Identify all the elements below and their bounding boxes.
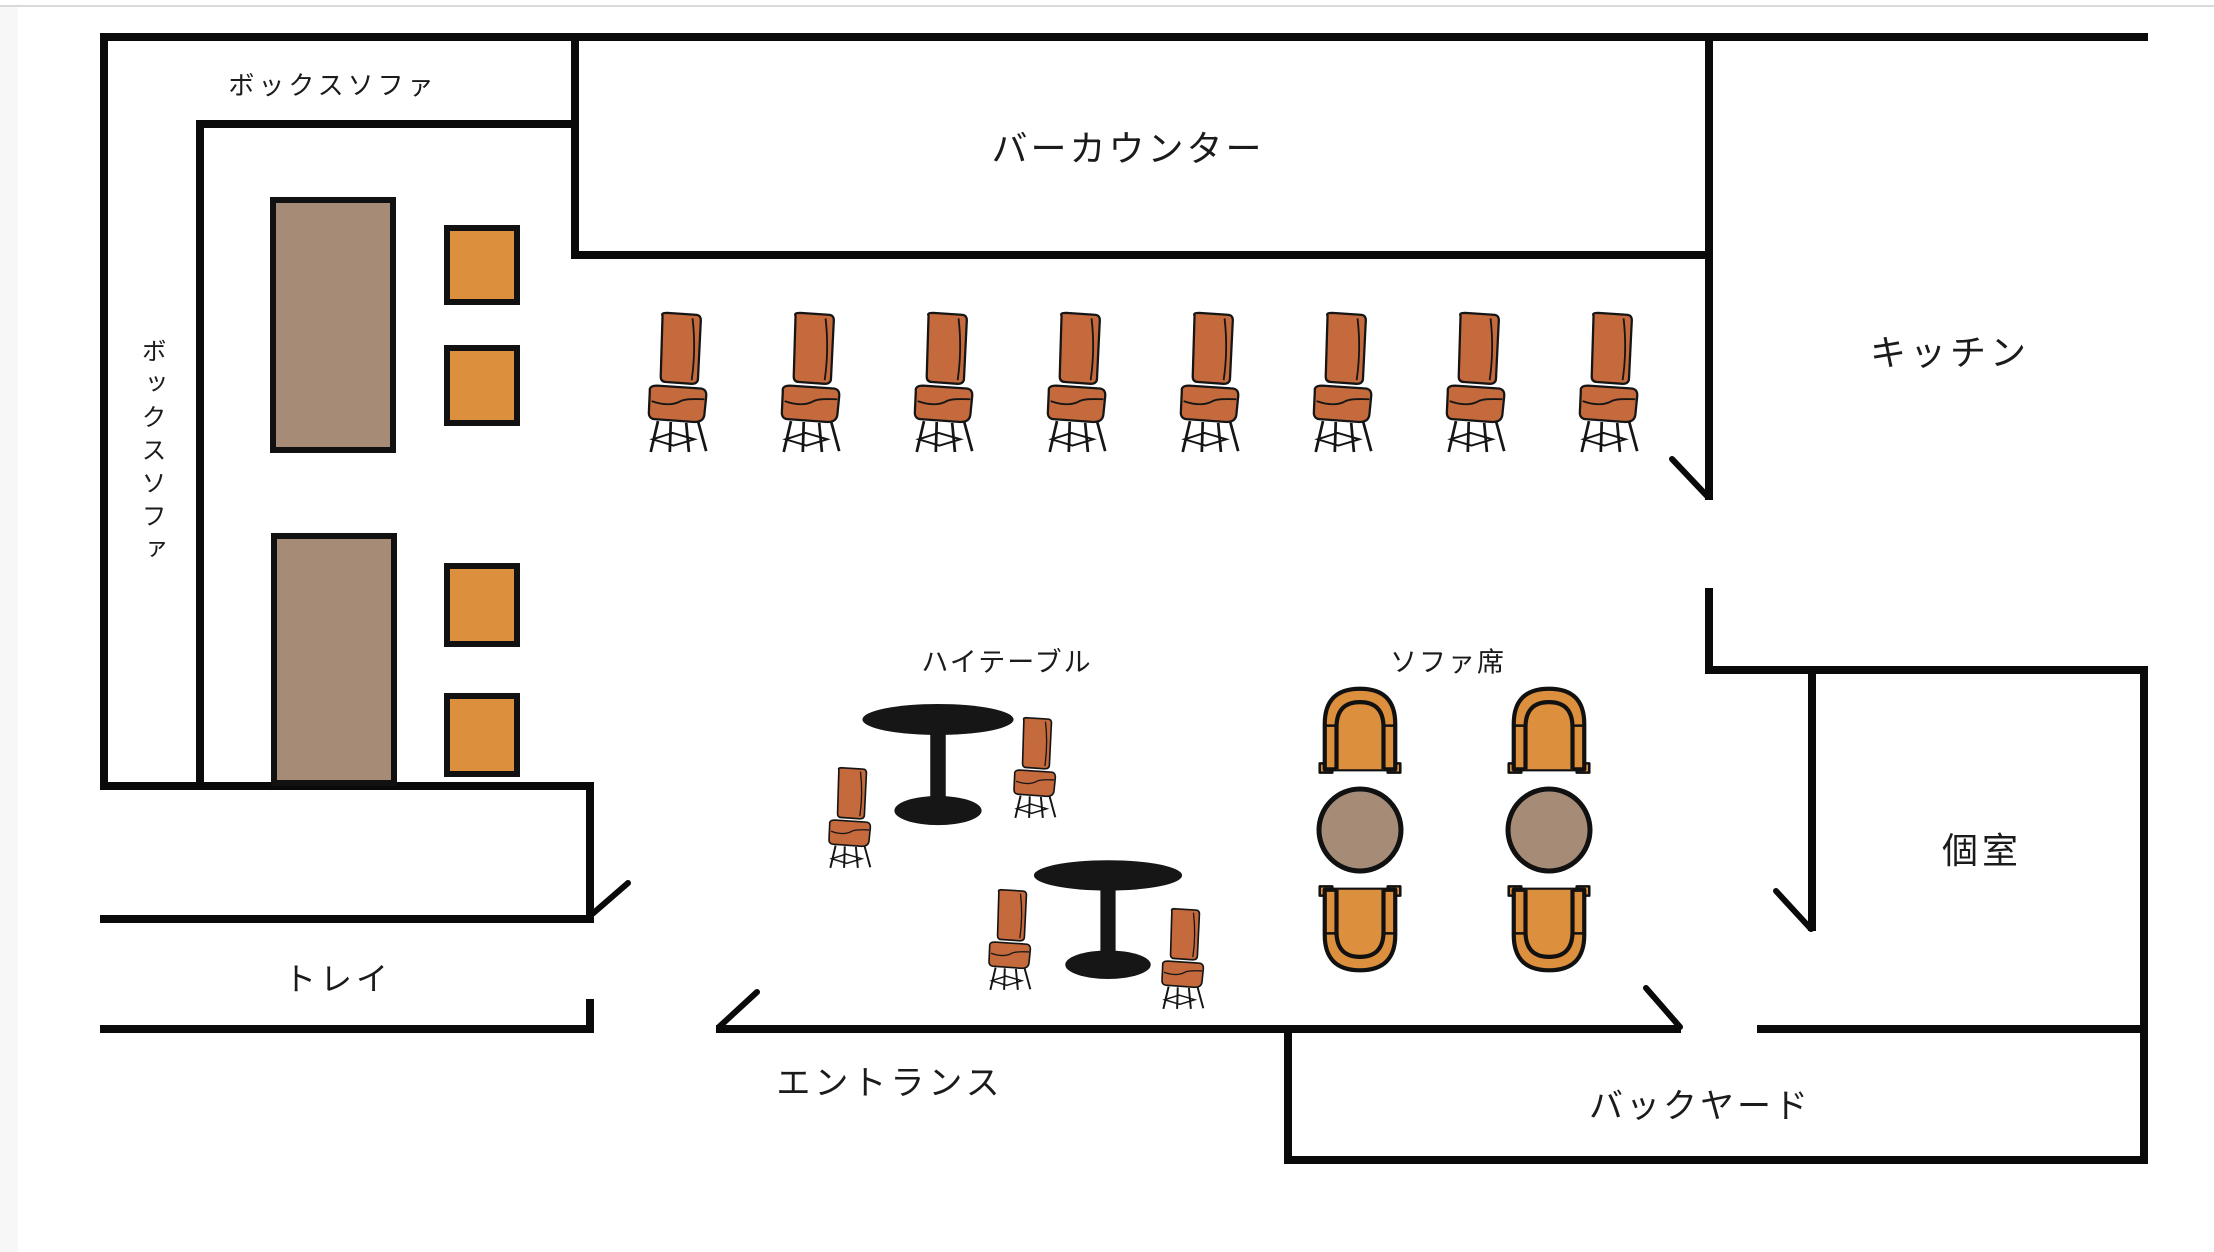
label-kitchen: キッチン: [1869, 333, 2031, 374]
round-table: [1316, 786, 1404, 874]
high-table-sets: [828, 703, 1205, 1010]
door-swing-marks: [587, 456, 1814, 1030]
bar-stools: [647, 311, 1639, 454]
high-table-chair: [1013, 716, 1057, 819]
bar-stool: [1046, 311, 1107, 454]
entrance-door-mark: [716, 989, 760, 1030]
label-high-table: ハイテーブル: [921, 647, 1093, 679]
box-sofa-table: [270, 197, 396, 453]
label-bar-counter: バーカウンター: [991, 129, 1265, 170]
bar-stool: [1578, 311, 1639, 454]
window-top-border: [0, 0, 2214, 7]
sofa-armchair: [1320, 689, 1401, 773]
bar-stool: [1312, 311, 1373, 454]
bar-stool: [913, 311, 974, 454]
high-table-chair: [1161, 907, 1205, 1010]
seat-cushion: [444, 563, 520, 647]
label-backyard: バックヤード: [1589, 1086, 1811, 1127]
bar-stool: [1445, 311, 1506, 454]
label-private-room: 個室: [1941, 831, 2023, 872]
high-table: [862, 703, 1014, 826]
box-sofa-furniture: [270, 197, 520, 786]
label-entrance: エントランス: [776, 1063, 1004, 1104]
label-sofa-seat: ソファ席: [1390, 647, 1506, 679]
tray-door-mark: [587, 880, 631, 919]
seat-cushion: [444, 345, 520, 426]
seat-cushion: [444, 225, 520, 305]
high-table-chair: [828, 766, 872, 869]
kitchen-door-mark: [1669, 456, 1711, 500]
sofa-armchair: [1320, 886, 1401, 970]
label-box-sofa-top: ボックスソファ: [228, 71, 438, 102]
seat-cushion: [444, 693, 520, 777]
high-table-chair: [988, 888, 1032, 991]
label-box-sofa-left: ボックスソファ: [138, 338, 167, 569]
bar-stool: [1179, 311, 1240, 454]
sofa-armchair: [1509, 886, 1590, 970]
box-sofa-table: [271, 533, 397, 786]
sofa-seating: [1316, 689, 1593, 971]
walls: [100, 33, 2148, 1164]
backyard-door-mark: [1643, 985, 1683, 1030]
label-tray: トレイ: [283, 960, 393, 998]
page-left-margin: [0, 7, 18, 1252]
sofa-armchair: [1509, 689, 1590, 773]
private-room-door-mark: [1773, 888, 1814, 932]
round-table: [1505, 786, 1593, 874]
high-table: [1033, 860, 1183, 979]
bar-stool: [780, 311, 841, 454]
bar-stool: [647, 311, 708, 454]
